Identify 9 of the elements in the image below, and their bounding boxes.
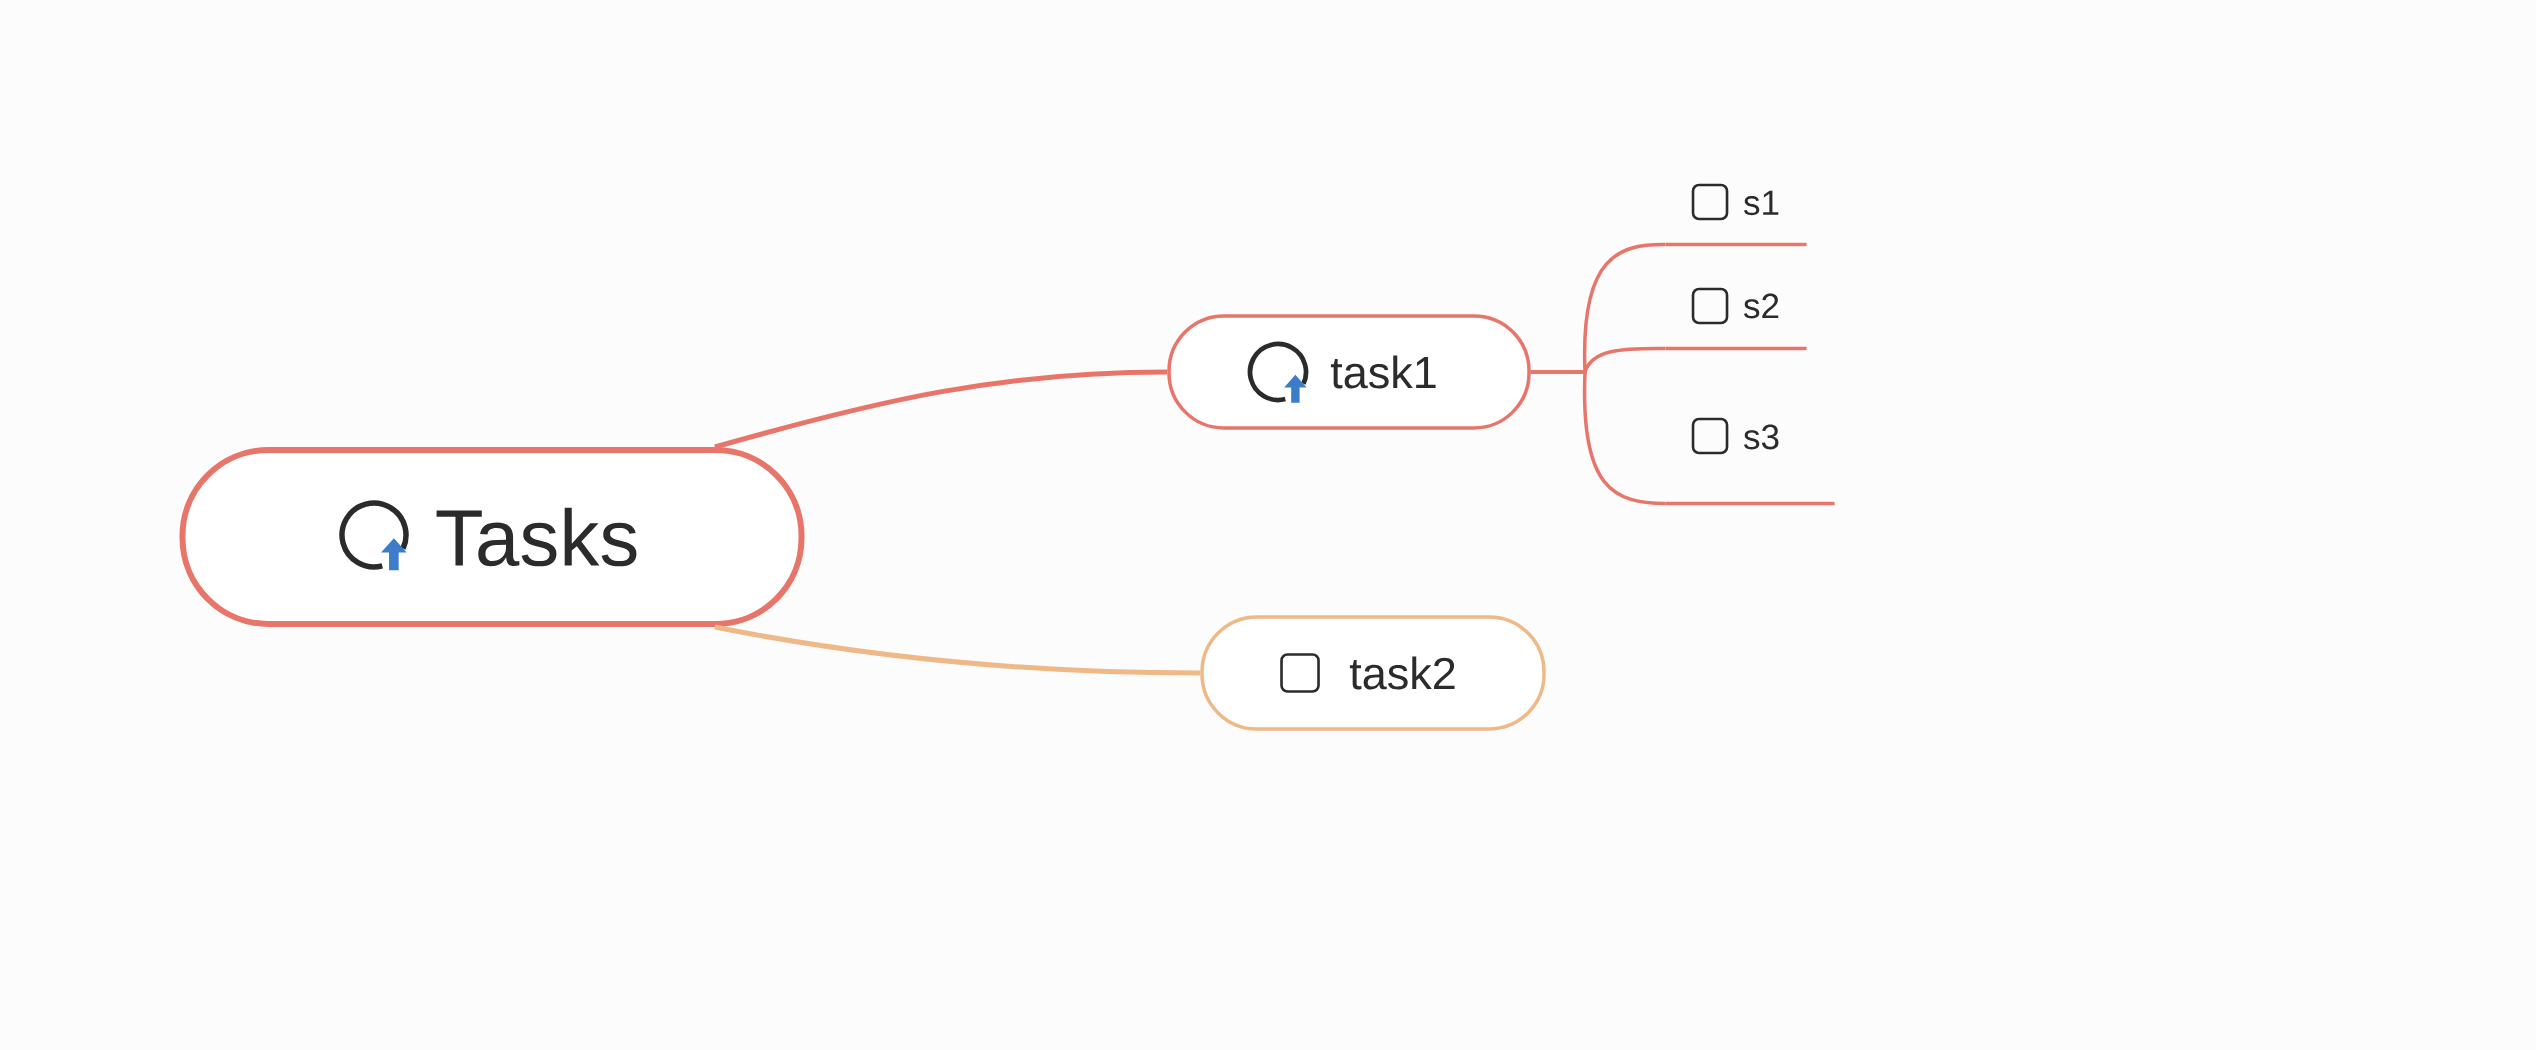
subtopic-label: s3 bbox=[1665, 424, 1835, 506]
subtopic-label: s1 bbox=[1665, 190, 1807, 247]
branch-line bbox=[714, 624, 1201, 676]
topic-box: Tasks bbox=[179, 447, 805, 627]
topic-box: task2 bbox=[1200, 615, 1546, 731]
branch-line bbox=[714, 369, 1168, 450]
topic-box: task1 bbox=[1167, 314, 1531, 430]
branch-line bbox=[1530, 370, 1666, 506]
subtopic-label: s2 bbox=[1665, 293, 1807, 351]
